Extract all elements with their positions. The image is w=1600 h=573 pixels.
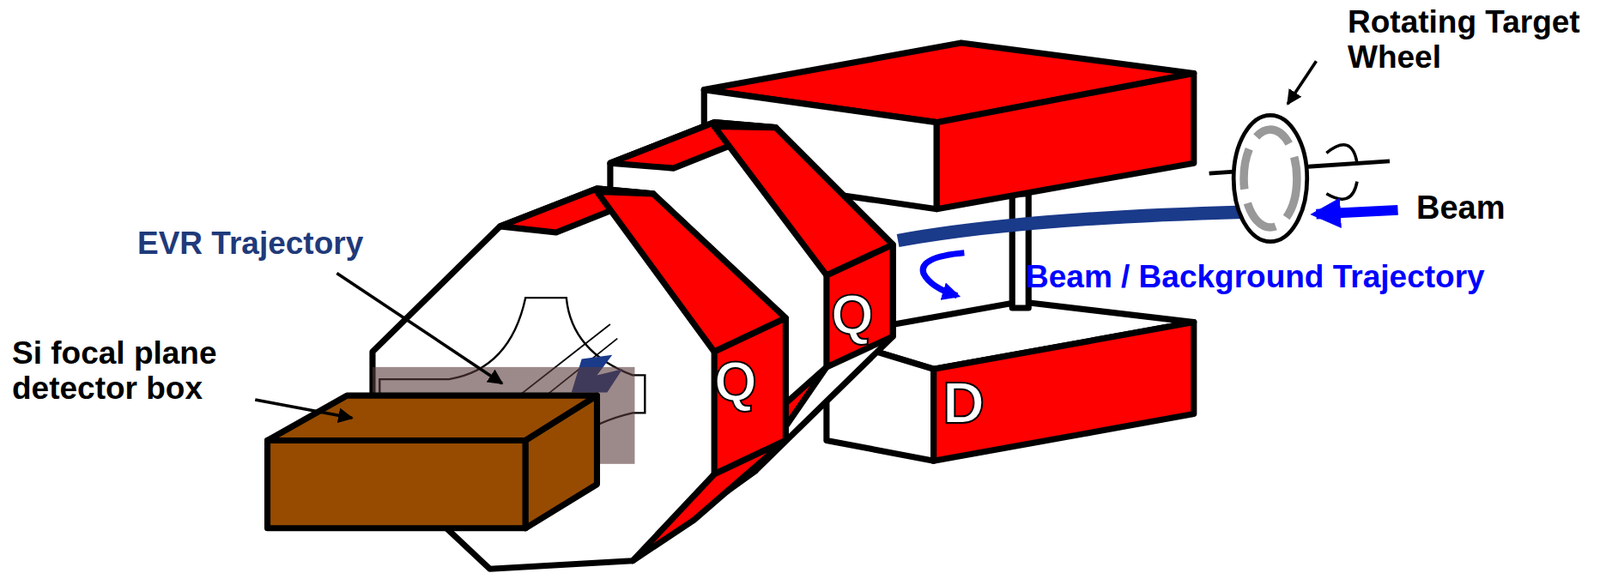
target-wheel-label: Rotating Target Wheel (1347, 5, 1593, 75)
evr-label: EVR Trajectory (137, 226, 364, 262)
detector-label: Si focal plane detector box (12, 336, 261, 407)
magnet-letter: Q (830, 284, 874, 346)
trajectory-label: Beam / Background Trajectory (1025, 260, 1485, 296)
magnet-letter: Q (714, 351, 758, 413)
beam-label: Beam (1416, 190, 1506, 227)
magnet-letter: D (942, 370, 985, 436)
